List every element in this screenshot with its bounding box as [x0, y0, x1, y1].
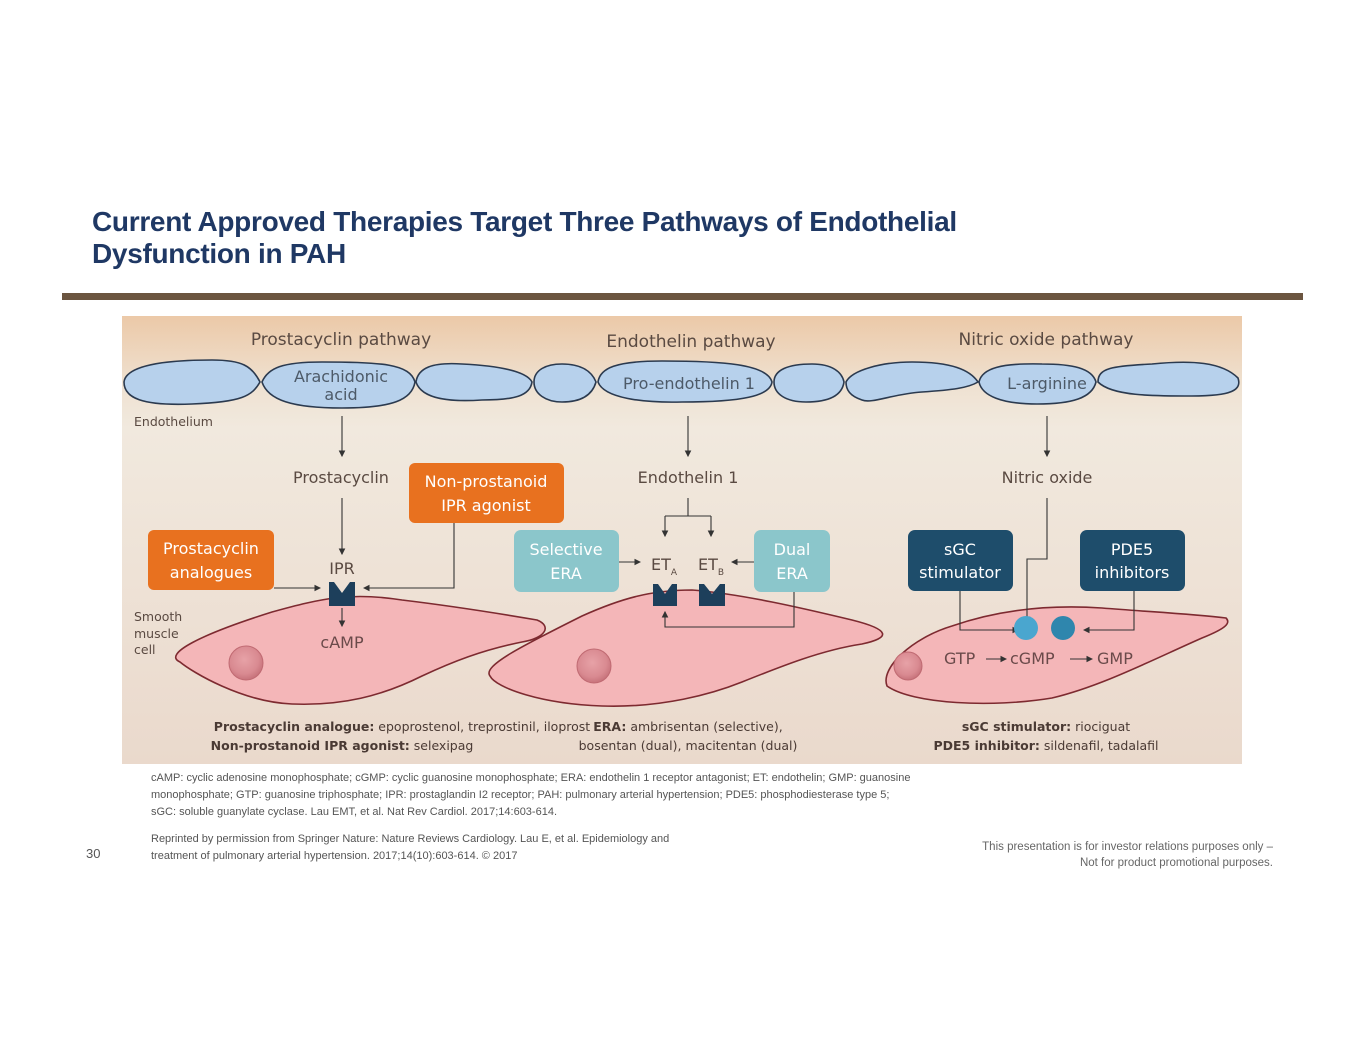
cell-nucleus: [228, 645, 264, 681]
drug-label-line2: inhibitors: [1095, 563, 1170, 582]
reprint-line2: treatment of pulmonary arterial hyperten…: [151, 850, 518, 862]
page-number: 30: [86, 846, 101, 861]
caption-nitric-oxide-line1: sGC stimulator: riociguat: [962, 719, 1130, 734]
caption-text: sildenafil, tadalafil: [1040, 738, 1159, 753]
arrow-dual-era-to-eta: [661, 592, 795, 628]
precursor-arachidonic-acid-line2: acid: [324, 385, 357, 404]
endothelial-cell: [261, 361, 416, 409]
pathway-title-prostacyclin: Prostacyclin pathway: [251, 330, 431, 350]
drug-label-line2: analogues: [170, 563, 252, 582]
drug-box-prostacyclin-analogues: Prostacyclin analogues: [148, 530, 274, 590]
receptor-ipr-label: IPR: [329, 559, 354, 578]
abbreviations-footnote: cAMP: cyclic adenosine monophosphate; cG…: [151, 772, 911, 818]
caption-bold: Non-prostanoid IPR agonist:: [211, 738, 410, 753]
sgc-enzyme-icon: [1014, 616, 1038, 640]
caption-prostacyclin-line1: Prostacyclin analogue: epoprostenol, tre…: [214, 719, 590, 734]
caption-bold: sGC stimulator:: [962, 719, 1071, 734]
smooth-muscle-cell: [174, 595, 546, 706]
pah-pathways-diagram: Prostacyclin pathway Endothelin pathway …: [122, 316, 1242, 764]
investor-disclaimer: This presentation is for investor relati…: [913, 839, 1273, 871]
caption-nitric-oxide-line2: PDE5 inhibitor: sildenafil, tadalafil: [933, 738, 1158, 753]
smooth-muscle-label-line1: Smooth: [134, 609, 182, 624]
caption-endothelin-line1: ERA: ambrisentan (selective),: [593, 719, 782, 734]
precursor-pro-endothelin: Pro-endothelin 1: [623, 374, 755, 393]
receptor-eta-sub: A: [671, 568, 678, 578]
endothelial-cell: [845, 361, 980, 402]
cell-nucleus: [893, 651, 923, 681]
caption-text: selexipag: [410, 738, 474, 753]
drug-label-line2: ERA: [776, 564, 808, 583]
slide-title-line1: Current Approved Therapies Target Three …: [92, 206, 957, 237]
etb-receptor-icon: [699, 584, 725, 606]
endothelium-label: Endothelium: [134, 414, 213, 429]
mediator-endothelin-1: Endothelin 1: [638, 468, 739, 487]
pathway-title-endothelin: Endothelin pathway: [606, 332, 775, 352]
reaction-gtp: GTP: [944, 649, 976, 668]
drug-label-line2: IPR agonist: [441, 496, 531, 515]
smooth-muscle-label-line2: muscle: [134, 626, 179, 641]
receptor-etb-label: ETB: [698, 555, 724, 578]
drug-label-line1: PDE5: [1111, 540, 1153, 559]
endothelial-cell: [1097, 361, 1240, 397]
endothelial-cell: [597, 360, 773, 403]
arrow-pde5-to-enzyme: [1082, 591, 1135, 634]
caption-prostacyclin-line2: Non-prostanoid IPR agonist: selexipag: [211, 738, 474, 753]
endothelial-cell: [415, 362, 533, 402]
drug-box-sgc-stimulator: sGC stimulator: [908, 530, 1013, 591]
drug-box-selective-era: Selective ERA: [514, 530, 619, 592]
drug-label-line1: Dual: [774, 540, 811, 559]
reaction-cgmp: cGMP: [1010, 649, 1055, 668]
pathway-title-nitric-oxide: Nitric oxide pathway: [959, 330, 1134, 350]
reaction-gmp: GMP: [1097, 649, 1133, 668]
drug-box-dual-era: Dual ERA: [754, 530, 830, 592]
drug-label-line1: sGC: [944, 540, 976, 559]
caption-text: riociguat: [1071, 719, 1130, 734]
precursor-l-arginine: L-arginine: [1007, 374, 1087, 393]
endothelial-cell: [978, 363, 1097, 405]
pde5-enzyme-icon: [1051, 616, 1075, 640]
drug-box-non-prostanoid-ipr-agonist: Non-prostanoid IPR agonist: [409, 463, 564, 523]
receptor-eta-main: ET: [651, 555, 671, 574]
reprint-line1: Reprinted by permission from Springer Na…: [151, 833, 670, 845]
slide-title: Current Approved Therapies Target Three …: [92, 206, 1092, 270]
mediator-nitric-oxide: Nitric oxide: [1002, 468, 1093, 487]
ipr-receptor-icon: [329, 582, 355, 606]
caption-text: epoprostenol, treprostinil, iloprost: [374, 719, 590, 734]
drug-label-line1: Non-prostanoid: [425, 472, 548, 491]
arrow-endothelin-split: [665, 498, 711, 517]
smooth-muscle-label-line3: cell: [134, 642, 156, 657]
title-divider: [62, 293, 1303, 300]
caption-bold: PDE5 inhibitor:: [933, 738, 1039, 753]
caption-bold: Prostacyclin analogue:: [214, 719, 375, 734]
endothelial-cell: [773, 363, 845, 403]
disclaimer-line2: Not for product promotional purposes.: [1079, 857, 1273, 869]
endothelial-cell: [123, 359, 261, 406]
receptor-etb-main: ET: [698, 555, 718, 574]
drug-box-pde5-inhibitors: PDE5 inhibitors: [1080, 530, 1185, 591]
caption-bold: ERA:: [593, 719, 626, 734]
eta-receptor-icon: [653, 584, 677, 606]
cell-nucleus: [576, 648, 612, 684]
caption-text: ambrisentan (selective),: [626, 719, 782, 734]
endothelial-cell: [533, 363, 597, 403]
mediator-prostacyclin: Prostacyclin: [293, 468, 389, 487]
arrow-agonist-to-ipr: [362, 523, 455, 592]
reprint-permission-note: Reprinted by permission from Springer Na…: [151, 831, 791, 865]
drug-label-line2: stimulator: [919, 563, 1001, 582]
arrow-nitric-oxide-to-cgmp: [1023, 498, 1048, 624]
second-messenger-camp: cAMP: [320, 633, 364, 652]
drug-label-line1: Prostacyclin: [163, 539, 259, 558]
precursor-arachidonic-acid-line1: Arachidonic: [294, 367, 388, 386]
drug-label-line1: Selective: [529, 540, 602, 559]
receptor-etb-sub: B: [718, 568, 724, 578]
caption-endothelin-line2: bosentan (dual), macitentan (dual): [579, 738, 798, 753]
receptor-eta-label: ETA: [651, 555, 678, 578]
smooth-muscle-cell: [885, 606, 1229, 705]
slide-title-line2: Dysfunction in PAH: [92, 238, 346, 269]
drug-label-line2: ERA: [550, 564, 582, 583]
arrow-sgc-to-cgmp: [959, 591, 1020, 634]
disclaimer-line1: This presentation is for investor relati…: [982, 841, 1273, 853]
